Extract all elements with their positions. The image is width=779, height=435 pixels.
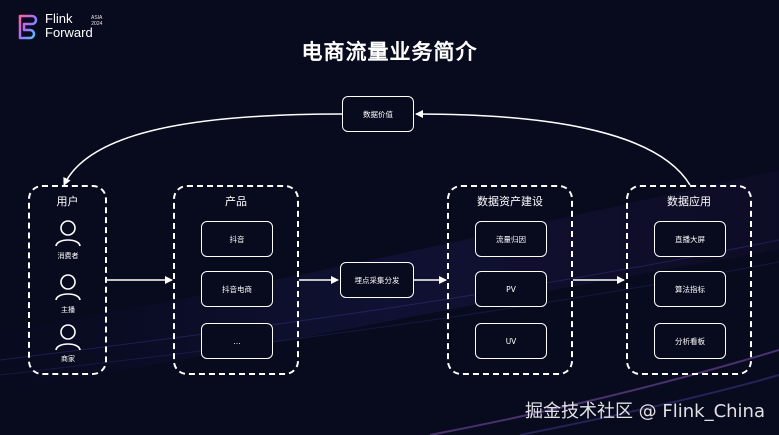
users-group: 用户 消费者 主播 商家 [28,185,107,375]
product-item-douyin: 抖音 [201,221,273,257]
app-item-live-screen: 直播大屏 [654,221,726,257]
streamer-label: 主播 [61,306,75,314]
asset-item-uv: UV [475,323,547,359]
page-title: 电商流量业务简介 [301,40,478,64]
users-title: 用户 [56,195,79,208]
logo-mark-icon [18,14,38,40]
logo-region: ASIA [91,15,103,21]
asset-item-attribution: 流量归因 [475,221,547,257]
consumer-icon [55,220,81,247]
asset-item-pv: PV [475,271,547,307]
app-item-algorithm-metrics: 算法指标 [654,271,726,307]
streamer-icon [55,274,81,301]
logo-year: 2024 [91,21,103,27]
logo-line2: Forward [45,25,93,40]
logo-edition: ASIA 2024 [91,15,102,27]
consumer-label: 消费者 [57,252,79,260]
product-title: 产品 [225,195,247,208]
data-assets-group: 数据资产建设 流量归因 PV UV [447,185,573,375]
tracking-collect-box: 埋点采集分发 [340,262,414,298]
watermark: 掘金技术社区 @ Flink_China [524,401,765,422]
app-item-analysis-dashboard: 分析看板 [654,323,726,359]
flink-forward-logo: Flink Forward [16,12,93,44]
data-assets-title: 数据资产建设 [477,195,543,208]
logo-line1: Flink [45,11,73,26]
product-group: 产品 抖音 抖音电商 … [173,185,299,375]
data-value-box: 数据价值 [342,96,414,132]
data-apps-title: 数据应用 [667,195,711,208]
product-item-more: … [201,323,273,359]
data-apps-group: 数据应用 直播大屏 算法指标 分析看板 [626,185,752,375]
merchant-label: 商家 [61,355,75,363]
product-item-douyin-ecommerce: 抖音电商 [201,271,273,307]
merchant-icon [55,324,81,351]
